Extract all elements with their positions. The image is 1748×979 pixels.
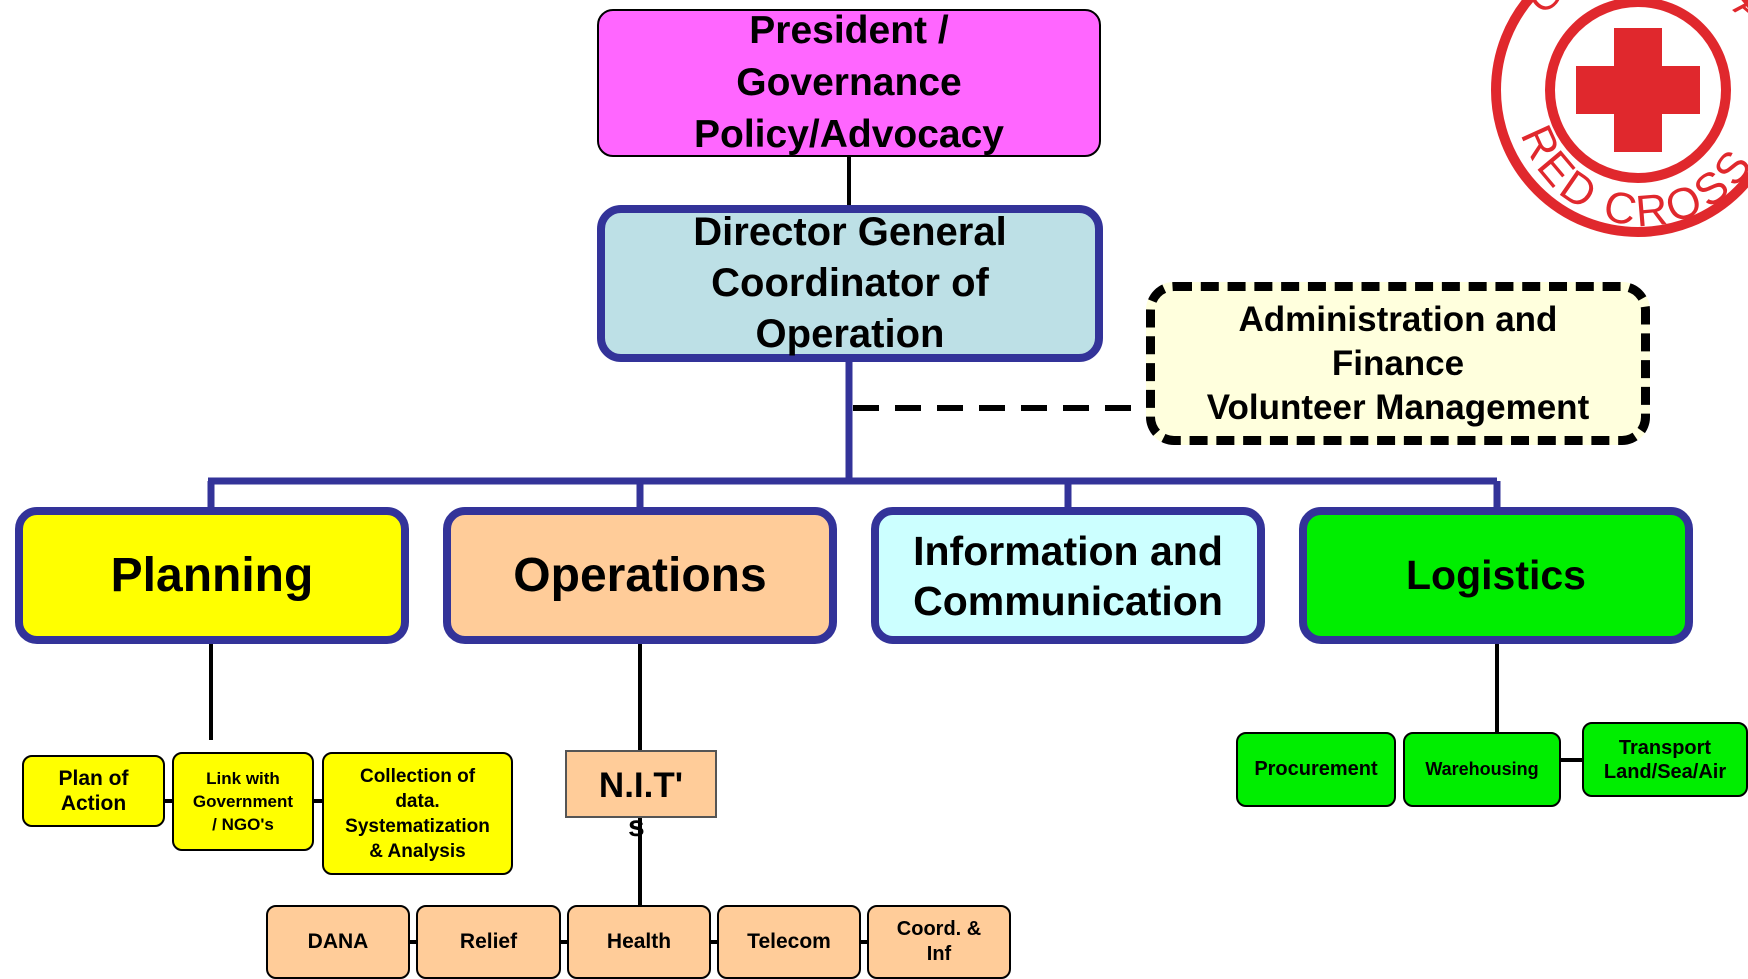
relief-box: Relief xyxy=(416,905,561,979)
warehousing-box: Warehousing xyxy=(1403,732,1561,807)
coord-inf-box: Coord. & Inf xyxy=(867,905,1011,979)
information-communication-box: Information and Communication xyxy=(871,507,1265,644)
nit-box: N.I.T' xyxy=(565,750,717,818)
admin-label: Administration and Finance Volunteer Man… xyxy=(1206,299,1590,427)
president-governance-box: President / Governance Policy/Advocacy xyxy=(597,9,1101,157)
collection-data-box: Collection of data. Systematization & An… xyxy=(322,752,513,875)
coord-inf-label: Coord. & Inf xyxy=(896,918,982,965)
infocomm-label: Information and Communication xyxy=(913,527,1223,624)
dana-label: DANA xyxy=(307,930,369,953)
dana-box: DANA xyxy=(266,905,410,979)
operations-box: Operations xyxy=(443,507,837,644)
warehousing-label: Warehousing xyxy=(1425,759,1539,779)
procurement-box: Procurement xyxy=(1236,732,1396,807)
plan-of-action-label: Plan of Action xyxy=(58,767,129,815)
telecom-label: Telecom xyxy=(747,930,831,953)
logistics-label: Logistics xyxy=(1406,552,1586,598)
nit-label: N.I.T' xyxy=(598,766,684,805)
director-general-box: Director General Coordinator of Operatio… xyxy=(597,205,1103,362)
operations-label: Operations xyxy=(513,549,767,602)
red-cross-icon-horizontal xyxy=(1576,66,1700,114)
plan-of-action-box: Plan of Action xyxy=(22,755,165,827)
transport-label: Transport Land/Sea/Air xyxy=(1603,736,1727,783)
president-label: President / Governance Policy/Advocacy xyxy=(694,9,1004,156)
red-cross-logo: G A RED CROSS xyxy=(1491,0,1748,237)
telecom-box: Telecom xyxy=(717,905,861,979)
planning-box: Planning xyxy=(15,507,409,644)
health-box: Health xyxy=(567,905,711,979)
transport-box: Transport Land/Sea/Air xyxy=(1582,722,1748,797)
procurement-label: Procurement xyxy=(1254,758,1378,780)
nit-suffix: s xyxy=(628,810,645,843)
planning-label: Planning xyxy=(110,549,314,602)
collection-data-label: Collection of data. Systematization & An… xyxy=(345,765,490,862)
link-government-box: Link with Government / NGO's xyxy=(172,752,314,851)
relief-label: Relief xyxy=(459,930,518,953)
logistics-box: Logistics xyxy=(1299,507,1693,644)
link-government-label: Link with Government / NGO's xyxy=(192,769,294,834)
director-label: Director General Coordinator of Operatio… xyxy=(693,210,1007,356)
health-label: Health xyxy=(606,930,672,953)
administration-finance-box: Administration and Finance Volunteer Man… xyxy=(1146,282,1650,445)
